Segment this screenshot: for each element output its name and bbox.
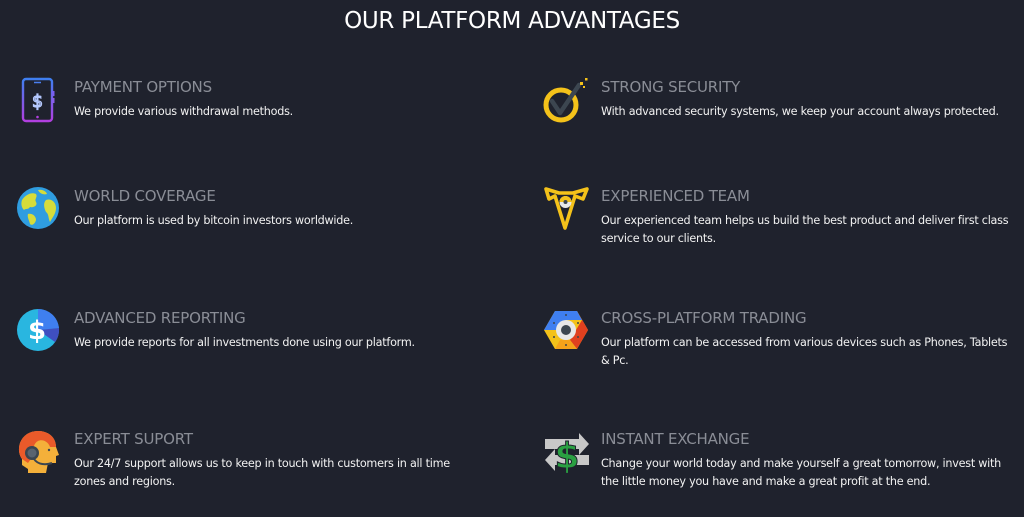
feature-title: STRONG SECURITY — [601, 78, 741, 96]
feature-title: EXPERIENCED TEAM — [601, 187, 750, 205]
feature-title: CROSS-PLATFORM TRADING — [601, 309, 807, 327]
feature-description: We provide reports for all investments d… — [74, 336, 415, 349]
dollar-report-icon: $ — [16, 308, 64, 356]
feature-description: We provide various withdrawal methods. — [74, 105, 293, 118]
svg-text:$: $ — [28, 316, 46, 346]
hexagon-platform-icon — [543, 308, 591, 356]
feature-description: Our platform is used by bitcoin investor… — [74, 214, 354, 227]
svg-text:$: $ — [32, 92, 43, 112]
feature-description: Our platform can be accessed from variou… — [601, 336, 1008, 367]
section-title: OUR PLATFORM ADVANTAGES — [344, 8, 680, 34]
feature-title: ADVANCED REPORTING — [74, 309, 246, 327]
feature-description: Our experienced team helps us build the … — [601, 214, 1009, 245]
feature-title: EXPERT SUPORT — [74, 430, 193, 448]
feature-description: With advanced security systems, we keep … — [601, 105, 999, 118]
svg-text:$: $ — [554, 436, 579, 477]
feature-title: PAYMENT OPTIONS — [74, 78, 212, 96]
feature-title: WORLD COVERAGE — [74, 187, 216, 205]
feature-description: Our 24/7 support allows us to keep in to… — [74, 457, 450, 488]
globe-icon — [16, 186, 64, 234]
security-check-icon — [543, 77, 591, 125]
feature-description: Change your world today and make yoursel… — [601, 457, 1002, 488]
feature-title: INSTANT EXCHANGE — [601, 430, 750, 448]
mobile-payment-icon: $ — [16, 77, 64, 125]
exchange-arrows-dollar-icon: $ — [543, 429, 591, 477]
team-emblem-icon — [543, 186, 591, 234]
headset-support-icon — [16, 429, 64, 477]
